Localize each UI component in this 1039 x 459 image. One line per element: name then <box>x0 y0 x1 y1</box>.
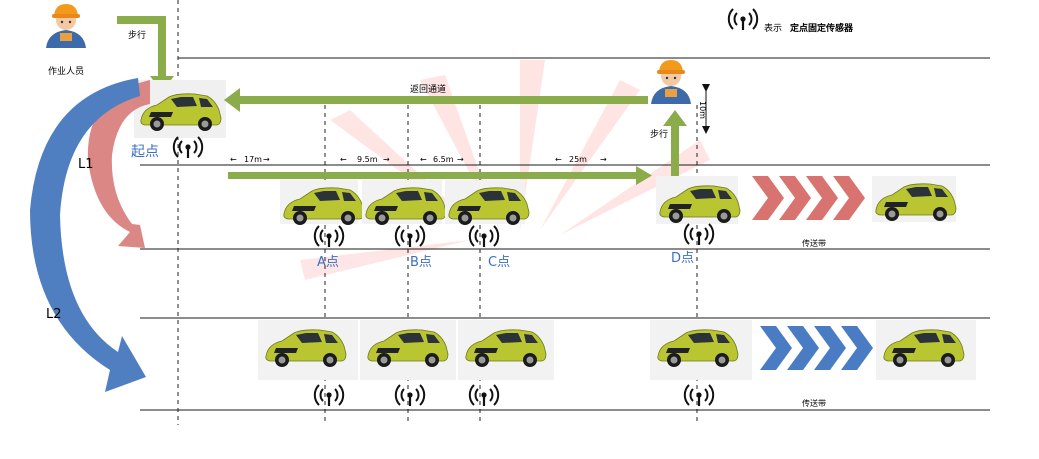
point-c-label: C点 <box>488 255 510 270</box>
dist-arrow-1: ← <box>230 155 237 164</box>
return-arrowhead <box>224 88 240 112</box>
legend-label: 定点固定传感器 <box>789 22 854 34</box>
forward-arrowhead <box>636 166 652 185</box>
walk-up-arrowhead <box>663 110 687 126</box>
walk-label-top: 步行 <box>128 29 146 41</box>
dist-arrow-4: ← <box>555 155 562 164</box>
height-label: 10m <box>698 101 707 119</box>
start-point-label: 起点 <box>131 144 159 160</box>
loop-l1-arrow <box>87 80 150 248</box>
worker-label: 作业人员 <box>48 65 84 77</box>
conveyor-1-label: 传送带 <box>802 238 826 248</box>
watermark <box>300 60 710 280</box>
sensor-l2-d-icon <box>683 383 715 408</box>
legend-prefix: 表示 <box>764 22 782 34</box>
loop-l1-label: L1 <box>78 157 94 172</box>
dist-arrow-2b: → <box>383 155 390 164</box>
point-d-label: D点 <box>671 251 694 266</box>
lane-lines <box>140 57 990 411</box>
distance-2: 9.5m <box>357 155 378 164</box>
conveyor-2-chevrons <box>760 326 873 370</box>
worker-d-icon <box>651 60 691 104</box>
dist-arrow-2: ← <box>340 155 347 164</box>
distance-3: 6.5m <box>433 155 454 164</box>
conveyor-1-chevrons <box>752 176 865 220</box>
legend-sensor-icon <box>727 7 759 32</box>
return-path-label: 返回通道 <box>410 83 446 95</box>
forward-path <box>228 172 638 179</box>
conveyor-2-label: 传送带 <box>802 398 826 408</box>
sensor-l2-c-icon <box>468 383 500 408</box>
sensor-l2-b-icon <box>394 383 426 408</box>
sensor-c-icon <box>468 224 500 249</box>
walk-up-path <box>671 124 679 180</box>
loop-l2-label: L2 <box>46 307 62 322</box>
walk-label-right: 步行 <box>650 128 668 140</box>
sensor-l2-a-icon <box>313 383 345 408</box>
distance-1: 17m <box>244 155 262 164</box>
sensor-a-icon <box>313 224 345 249</box>
sensor-b-icon <box>394 224 426 249</box>
return-path <box>236 96 648 104</box>
walk-path <box>117 16 166 78</box>
sensor-d-icon <box>683 222 715 247</box>
dist-arrow-3b: → <box>457 155 464 164</box>
distance-4: 25m <box>569 155 587 164</box>
dist-arrow-3: ← <box>420 155 427 164</box>
point-a-label: A点 <box>317 255 339 270</box>
dist-arrow-4b: → <box>600 155 607 164</box>
worker-icon <box>46 4 86 48</box>
loop-l2-arrow <box>30 78 146 392</box>
point-b-label: B点 <box>410 255 432 270</box>
dist-arrow-1b: → <box>263 155 270 164</box>
